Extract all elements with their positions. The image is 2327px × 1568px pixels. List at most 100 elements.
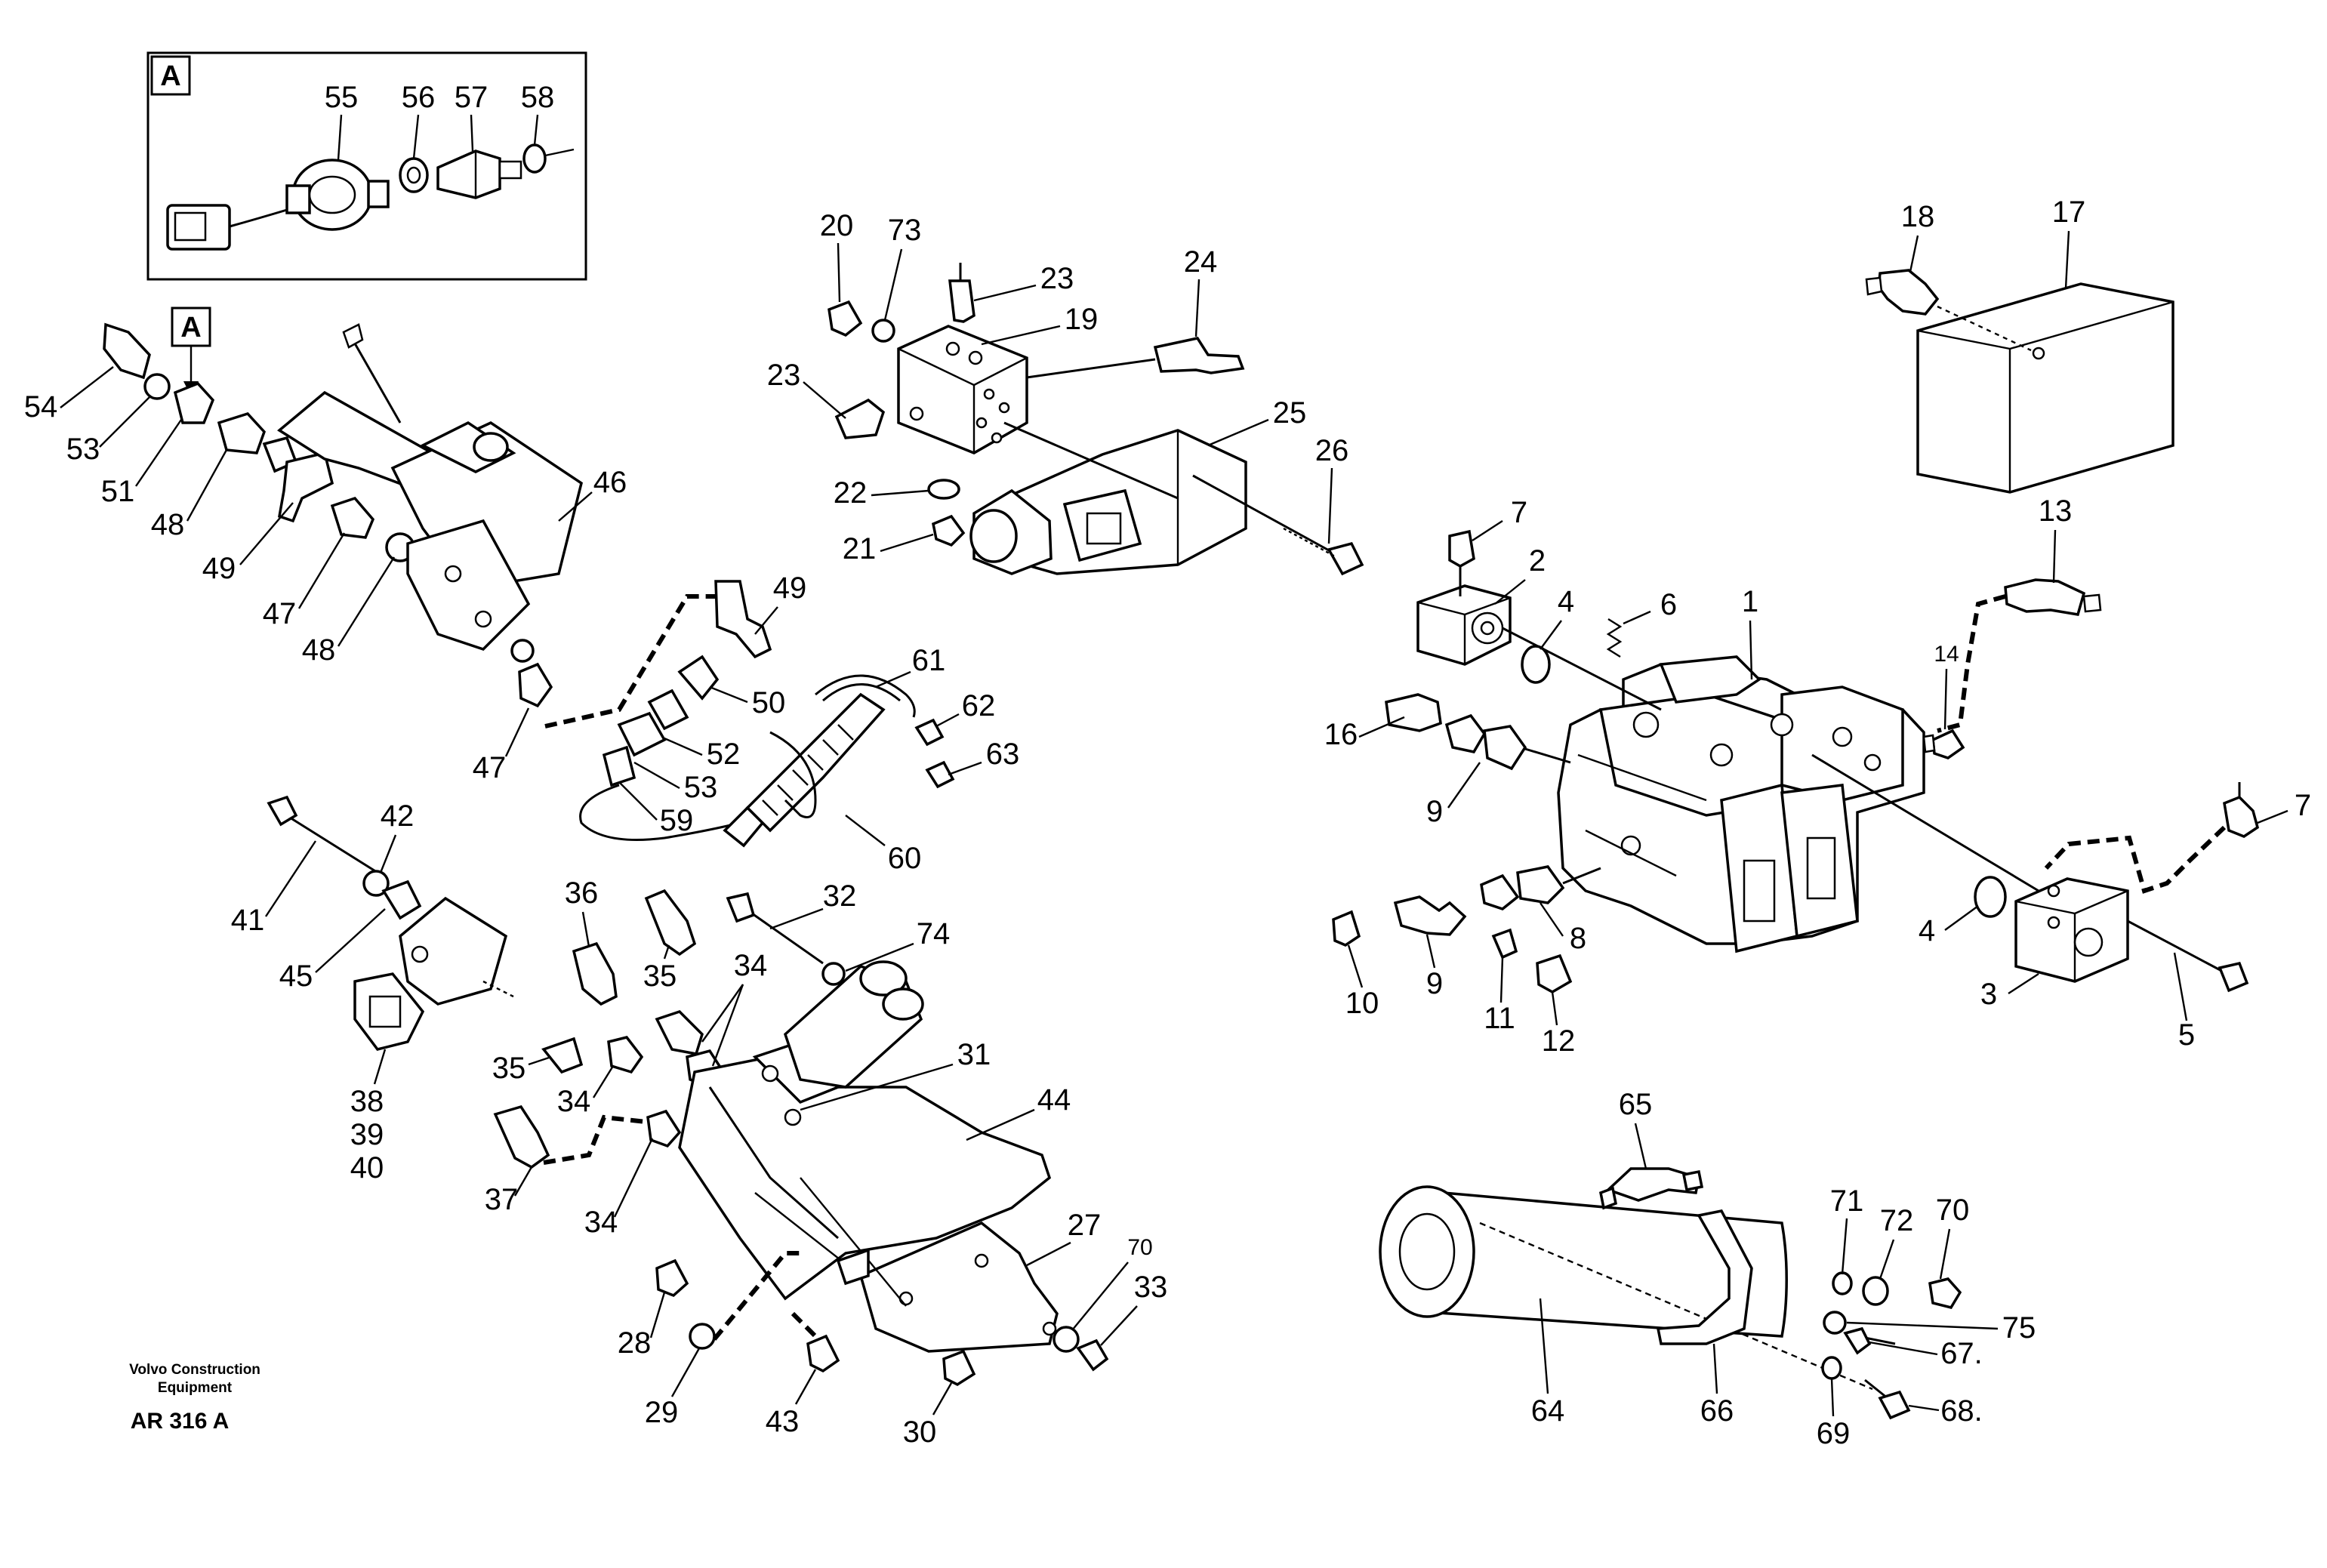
callout-3: 3 [1980, 978, 1997, 1011]
callout-61: 61 [912, 644, 946, 677]
drawing-code: AR 316 A [131, 1409, 230, 1434]
view-a-marker: A [171, 307, 211, 396]
sensor-cluster-49-63 [579, 580, 955, 848]
callout-66: 66 [1700, 1394, 1734, 1428]
callout-42: 42 [381, 799, 415, 833]
callout-48a: 48 [151, 508, 185, 541]
callout-46: 46 [593, 466, 627, 499]
washer-56 [399, 157, 429, 193]
callout-35a: 35 [643, 960, 677, 993]
callout-10: 10 [1345, 987, 1379, 1020]
left-valve-assembly [103, 322, 583, 708]
callout-38: 38 [350, 1085, 384, 1118]
pipe-line-13-14 [1937, 594, 2006, 733]
callout-5: 5 [2178, 1018, 2195, 1052]
callout-69: 69 [1817, 1417, 1851, 1450]
callout-49b: 49 [773, 571, 807, 605]
callout-75: 75 [2002, 1311, 2036, 1345]
sensor-14 [1922, 729, 1965, 759]
callout-50: 50 [752, 686, 786, 719]
callout-35b: 35 [492, 1052, 526, 1085]
callout-34a: 34 [734, 949, 768, 982]
callout-17: 17 [2052, 196, 2086, 229]
solenoid-valve-19-26 [828, 263, 1364, 576]
bolt-5 [2127, 920, 2249, 993]
callout-68: 68. [1940, 1394, 1983, 1428]
tank-box-17 [1916, 282, 2174, 494]
callout-64: 64 [1531, 1394, 1565, 1428]
pipe-line-47-49 [544, 594, 716, 729]
callout-28: 28 [618, 1326, 652, 1360]
pipe-line-29-43 [712, 1251, 818, 1341]
callout-60: 60 [888, 842, 922, 875]
callout-24: 24 [1184, 245, 1218, 279]
callout-31: 31 [957, 1038, 991, 1071]
callout-12: 12 [1542, 1024, 1576, 1058]
adapter-57 [436, 149, 522, 199]
callout-51: 51 [101, 475, 135, 508]
detail-a-inset: A 55 56 57 58 [146, 51, 587, 281]
accumulator-64 [1379, 1185, 1873, 1391]
callout-33: 33 [1134, 1271, 1168, 1304]
callout-71: 71 [1830, 1184, 1864, 1218]
callout-40: 40 [350, 1151, 384, 1184]
fittings-67-75 [1821, 1271, 1962, 1420]
callout-7a: 7 [1511, 496, 1527, 529]
callout-34b: 34 [557, 1085, 591, 1118]
callout-44: 44 [1037, 1083, 1071, 1117]
pipe-line-7-3 [2044, 825, 2227, 894]
callout-56: 56 [402, 81, 436, 114]
callout-7b: 7 [2295, 789, 2311, 822]
callout-58: 58 [521, 81, 555, 114]
callout-54: 54 [24, 390, 58, 424]
callout-18: 18 [1901, 200, 1935, 233]
callout-62: 62 [962, 689, 996, 722]
clamp-66 [1656, 1209, 1753, 1345]
callout-74: 74 [917, 917, 951, 950]
fitting-7-top [1448, 529, 1475, 596]
callout-23b: 23 [767, 359, 801, 392]
callout-70a: 70 [1127, 1235, 1152, 1260]
main-control-valve-1 [1557, 655, 1925, 953]
callout-26: 26 [1315, 434, 1349, 467]
callout-47a: 47 [263, 597, 297, 630]
callout-8: 8 [1570, 922, 1586, 955]
callout-14: 14 [1934, 642, 1959, 667]
clamp-65 [1598, 1167, 1704, 1210]
callout-6: 6 [1660, 588, 1677, 621]
callout-65: 65 [1619, 1088, 1653, 1121]
callout-70b: 70 [1936, 1194, 1970, 1227]
callout-32: 32 [823, 879, 857, 913]
callout-73: 73 [888, 214, 922, 247]
callout-72: 72 [1880, 1204, 1914, 1237]
callout-9b: 9 [1426, 967, 1443, 1000]
callout-55: 55 [325, 81, 359, 114]
callout-67: 67. [1940, 1337, 1983, 1370]
callout-43: 43 [766, 1405, 800, 1438]
callout-19: 19 [1065, 303, 1099, 336]
callout-20: 20 [820, 209, 854, 242]
pipe-line-37-34 [543, 1114, 647, 1165]
callout-52: 52 [707, 738, 741, 771]
hose-bracket-31 [708, 1086, 839, 1240]
end-block-3 [1811, 753, 2129, 983]
callout-45: 45 [279, 960, 313, 993]
manufacturer-credit-line1: Volvo Construction [129, 1362, 260, 1378]
callout-11: 11 [1484, 1002, 1515, 1035]
callout-13: 13 [2039, 494, 2073, 528]
callout-63: 63 [986, 738, 1020, 771]
callout-34c: 34 [584, 1206, 618, 1239]
sensor-assembly-38-45 [267, 795, 514, 1051]
detail-box-letter: A [160, 60, 180, 92]
callout-53b: 53 [684, 771, 718, 804]
callout-30: 30 [903, 1416, 937, 1449]
callout-29: 29 [645, 1396, 679, 1429]
callout-57: 57 [455, 81, 489, 114]
detail-connector-plug [166, 204, 288, 251]
sensor-18 [1865, 269, 2032, 352]
sensor-7-right [2223, 782, 2260, 838]
pressure-sensor-55 [285, 159, 390, 231]
bracket-assembly-27-44 [493, 889, 1109, 1387]
view-marker-letter: A [180, 312, 201, 343]
